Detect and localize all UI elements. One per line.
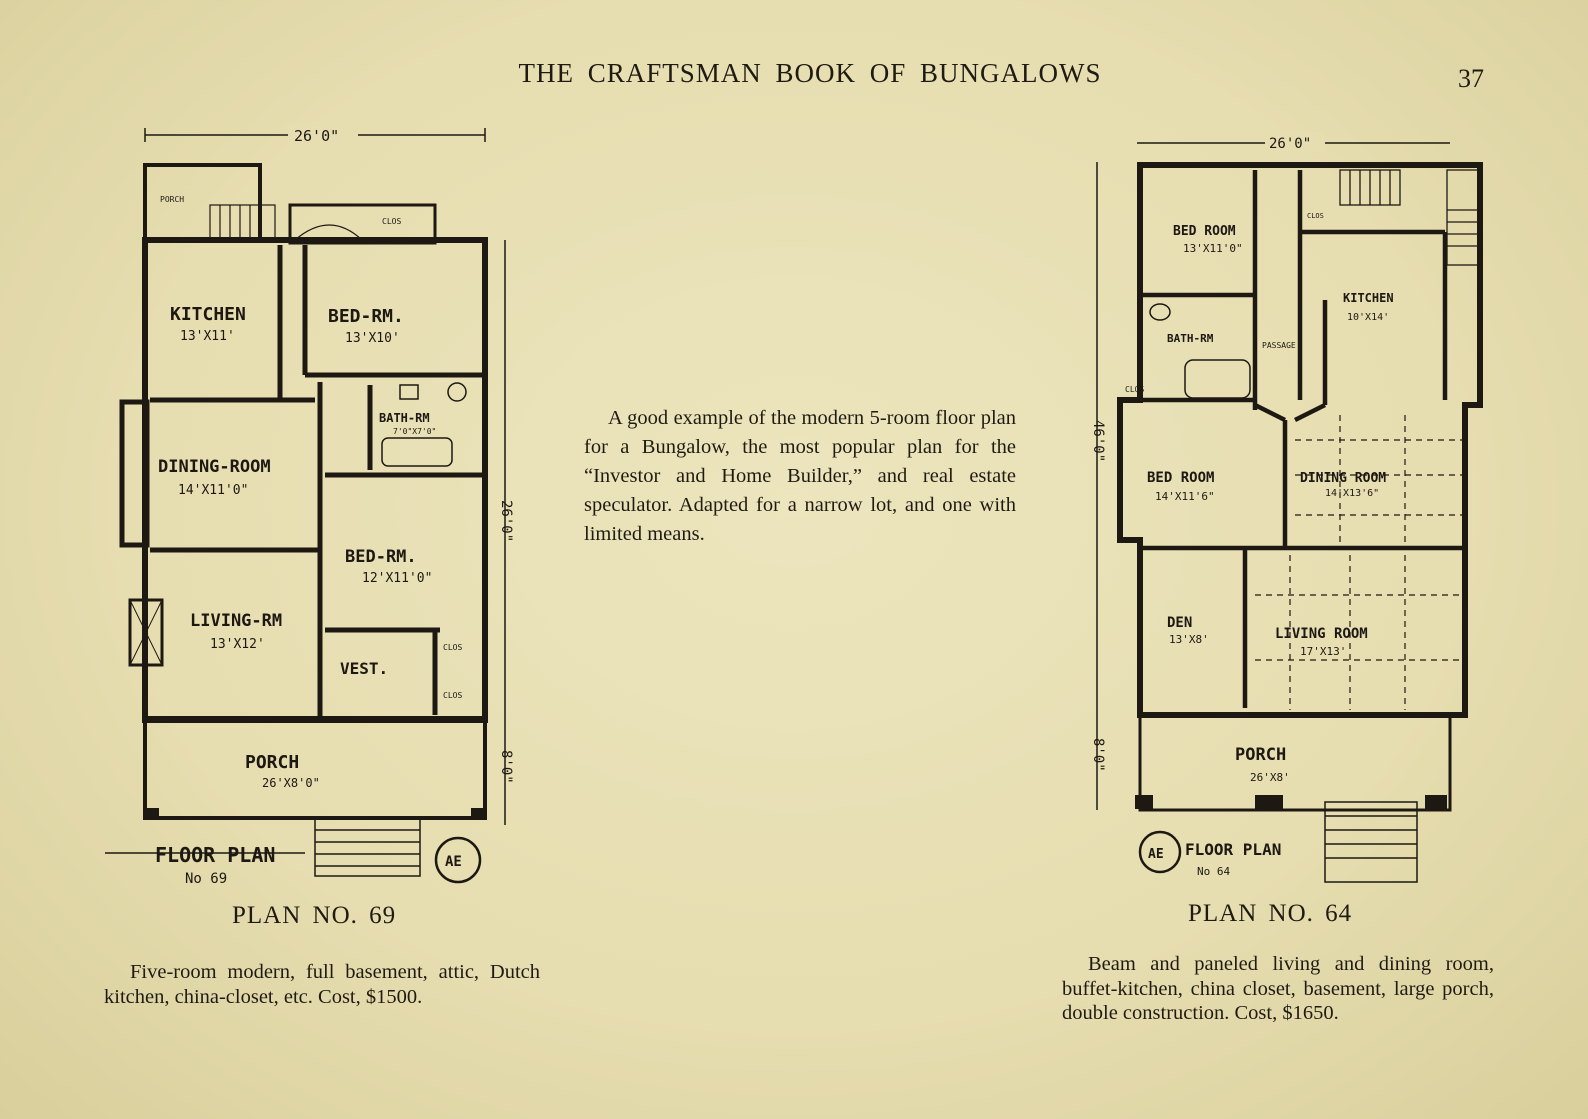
dining-room-label: DINING-ROOM <box>158 457 271 477</box>
width-dimension: 26'0" <box>1269 136 1311 152</box>
porch-size: 26'X8' <box>1250 771 1290 784</box>
svg-text:AE: AE <box>445 854 462 870</box>
kitchen-size: 10'X14' <box>1347 312 1389 323</box>
living-room-label: LIVING ROOM <box>1275 626 1368 642</box>
living-room-size: 17'X13' <box>1300 645 1346 658</box>
bedroom-2-label: BED-RM. <box>345 547 417 567</box>
page-number: 37 <box>1458 64 1484 93</box>
plan-64-caption: PLAN NO. 64 <box>1188 900 1353 927</box>
bedroom-1-size: 13'X11'0" <box>1183 242 1243 255</box>
bedroom-2-size: 12'X11'0" <box>362 571 432 586</box>
bedroom-1-label: BED-RM. <box>328 306 404 327</box>
closet-2-label: CLOS <box>1125 385 1144 394</box>
porch-depth-dimension: 8'0" <box>1090 738 1106 772</box>
closet-1-label: CLOS <box>1307 212 1324 220</box>
dining-room-label: DINING ROOM <box>1300 471 1386 486</box>
bedroom-1-label: BED ROOM <box>1173 224 1236 239</box>
svg-text:AE: AE <box>1148 847 1164 862</box>
kitchen-label: KITCHEN <box>1343 291 1394 305</box>
bedroom-2-size: 14'X11'6" <box>1155 490 1215 503</box>
dining-room-size: 14'X11'0" <box>178 483 248 498</box>
living-room-size: 13'X12' <box>210 637 265 652</box>
plan-number-label: No 69 <box>185 871 227 887</box>
porch-label: PORCH <box>245 752 299 773</box>
porch-size: 26'X8'0" <box>262 776 320 790</box>
bathroom-size: 7'0"X7'0" <box>393 427 436 436</box>
vestibule-label: VEST. <box>340 659 388 678</box>
den-size: 13'X8' <box>1169 633 1209 646</box>
running-head: THE CRAFTSMAN BOOK OF BUNGALOWS <box>518 58 1102 88</box>
plan-number-label: No 64 <box>1197 865 1230 878</box>
dining-room-size: 14'X13'6" <box>1325 488 1379 499</box>
bathroom-label: BATH-RM <box>379 411 430 425</box>
den-label: DEN <box>1167 615 1192 631</box>
bedroom-1-size: 13'X10' <box>345 331 400 346</box>
monogram-logo <box>434 836 482 884</box>
middle-closet-label: CLOS <box>443 643 462 652</box>
floor-plan-title: FLOOR PLAN <box>1185 840 1281 859</box>
floor-plan-64: 26'0" 46'0" 8'0" <box>1090 132 1483 883</box>
bedroom-2-label: BED ROOM <box>1147 470 1214 486</box>
intro-paragraph: A good example of the modern 5-room floo… <box>584 404 1016 549</box>
floor-plan-title: FLOOR PLAN <box>155 843 275 867</box>
top-closet-label: CLOS <box>382 217 401 226</box>
passage-label: PASSAGE <box>1262 341 1296 350</box>
intro-text: A good example of the modern 5-room floo… <box>584 407 1016 545</box>
rear-porch-label: PORCH <box>160 195 184 204</box>
monogram-logo <box>1138 830 1182 874</box>
plan-69-description: Five-room modern, full basement, attic, … <box>104 961 540 1008</box>
depth-dimension: 26'0" <box>498 500 514 542</box>
kitchen-label: KITCHEN <box>170 304 246 325</box>
lower-closet-label: CLOS <box>443 691 462 700</box>
kitchen-size: 13'X11' <box>180 329 235 344</box>
porch-depth-dimension: 8'0" <box>498 750 514 784</box>
floor-plan-69: 26'0" 26'0" 8'0" PORCH CLOS KITCHEN <box>105 124 514 887</box>
living-room-label: LIVING-RM <box>190 611 282 631</box>
bathroom-label: BATH-RM <box>1167 332 1214 345</box>
plan-69-caption: PLAN NO. 69 <box>232 902 397 929</box>
width-dimension: 26'0" <box>294 127 339 145</box>
porch-label: PORCH <box>1235 745 1286 765</box>
plan-64-description: Beam and paneled living and dining room,… <box>1062 953 1494 1024</box>
depth-dimension: 46'0" <box>1090 420 1106 462</box>
